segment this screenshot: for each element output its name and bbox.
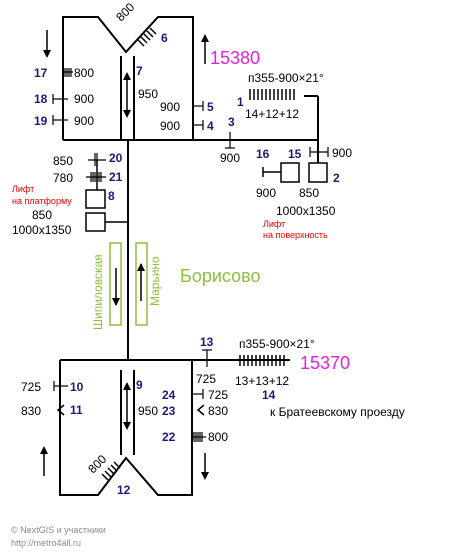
exit-3-marker — [225, 132, 235, 149]
platform-lift-label-1: Лифт — [12, 184, 34, 194]
exit-24-marker — [192, 389, 204, 399]
exit-3-label: 3 — [228, 115, 235, 129]
up-arrow-icon — [201, 34, 209, 64]
width-5: 900 — [160, 100, 180, 114]
surface-lift-label-2: на поверхность — [263, 230, 328, 240]
exit-23-label: 23 — [162, 404, 176, 418]
direction-label: к Братеевскому проезду — [270, 405, 405, 419]
bottom-distance: 15370 — [300, 353, 350, 373]
credit-line-1: © NextGIS и участники — [11, 525, 106, 535]
exit-4-label: 4 — [207, 119, 214, 133]
width-23: 830 — [208, 404, 228, 418]
escalator-9-bidirectional-icon — [123, 382, 131, 430]
exit-13-marker — [202, 349, 212, 367]
exit-20-label: 20 — [109, 151, 123, 165]
width-15: 900 — [332, 146, 352, 160]
width-3: 900 — [220, 151, 240, 165]
exit-15-label: 15 — [288, 147, 302, 161]
exit-10-marker — [53, 381, 68, 391]
width-19: 900 — [74, 114, 94, 128]
exit-22-marker — [192, 432, 206, 442]
exit-11-marker — [56, 404, 65, 416]
exit-5-marker — [193, 101, 204, 111]
top-escalator-spec: п355-900×21° — [248, 71, 324, 85]
exit-10-label: 10 — [70, 380, 84, 394]
escalator-12-hatch — [101, 461, 121, 481]
width-11: 830 — [21, 404, 41, 418]
surface-lift-boxes — [262, 162, 328, 183]
exit-14-label: 14 — [262, 388, 276, 402]
top-distance: 15380 — [210, 48, 260, 68]
track-left-label: Шипиловская — [91, 254, 105, 330]
width-22: 800 — [208, 430, 228, 444]
exit-6-label: 6 — [161, 31, 168, 45]
width-13: 725 — [196, 372, 216, 386]
width-2: 850 — [299, 186, 319, 200]
bottom-escalator-spec: п355-900×21° — [239, 337, 315, 351]
width-6: 800 — [113, 0, 137, 24]
exit-17-label: 17 — [34, 66, 48, 80]
bottom-escalator-count: 13+13+12 — [235, 374, 289, 388]
width-21: 780 — [53, 171, 73, 185]
up-arrow-icon — [40, 446, 48, 476]
down-arrow-icon — [201, 453, 209, 480]
lift-size-left: 1000x1350 — [12, 223, 72, 237]
platform-lift-label-2: на платформу — [12, 196, 72, 206]
width-7: 950 — [138, 87, 158, 101]
exit-22-label: 22 — [162, 430, 176, 444]
width-20: 850 — [53, 154, 73, 168]
exit-2-label: 2 — [333, 171, 340, 185]
exit-21-label: 21 — [109, 170, 123, 184]
width-10: 725 — [21, 380, 41, 394]
down-arrow-icon — [43, 30, 51, 58]
escalator-14-hatch — [239, 355, 285, 366]
exit-13-label: 13 — [200, 335, 214, 349]
station-name: Борисово — [180, 266, 260, 286]
exit-1-label: 1 — [237, 95, 244, 109]
exit-19-marker — [52, 115, 68, 125]
platform — [109, 242, 148, 326]
escalator-6-hatch — [137, 27, 157, 47]
exit-18-marker — [52, 94, 68, 104]
width-24: 725 — [208, 388, 228, 402]
track-right-label: Марьино — [148, 256, 162, 306]
credit-line-2: http://metro4all.ru — [11, 538, 81, 548]
width-17: 800 — [74, 66, 94, 80]
exit-8-label: 8 — [108, 189, 115, 203]
surface-lift-label-1: Лифт — [263, 219, 285, 229]
escalator-1-hatch — [249, 89, 295, 100]
top-vestibule — [62, 16, 319, 360]
exit-16-label: 16 — [256, 147, 270, 161]
exit-23-marker — [196, 404, 205, 416]
width-8: 850 — [32, 208, 52, 222]
escalator-7-bidirectional-icon — [123, 72, 131, 118]
top-escalator-count: 14+12+12 — [245, 107, 299, 121]
exit-18-label: 18 — [34, 92, 48, 106]
platform-lift-boxes — [85, 160, 128, 232]
exit-12-label: 12 — [117, 483, 131, 497]
width-9: 950 — [138, 404, 158, 418]
exit-17-marker — [62, 68, 73, 77]
exit-4-marker — [193, 120, 204, 130]
width-18: 900 — [74, 92, 94, 106]
exit-15-marker — [309, 147, 329, 157]
width-4: 900 — [160, 119, 180, 133]
exit-24-label: 24 — [162, 388, 176, 402]
exit-9-label: 9 — [136, 378, 143, 392]
exit-5-label: 5 — [207, 100, 214, 114]
exit-21-marker — [86, 172, 106, 182]
lift-size-right: 1000x1350 — [276, 204, 336, 218]
exit-7-label: 7 — [136, 64, 143, 78]
exit-19-label: 19 — [34, 114, 48, 128]
width-16: 900 — [256, 186, 276, 200]
exit-11-label: 11 — [70, 403, 83, 417]
